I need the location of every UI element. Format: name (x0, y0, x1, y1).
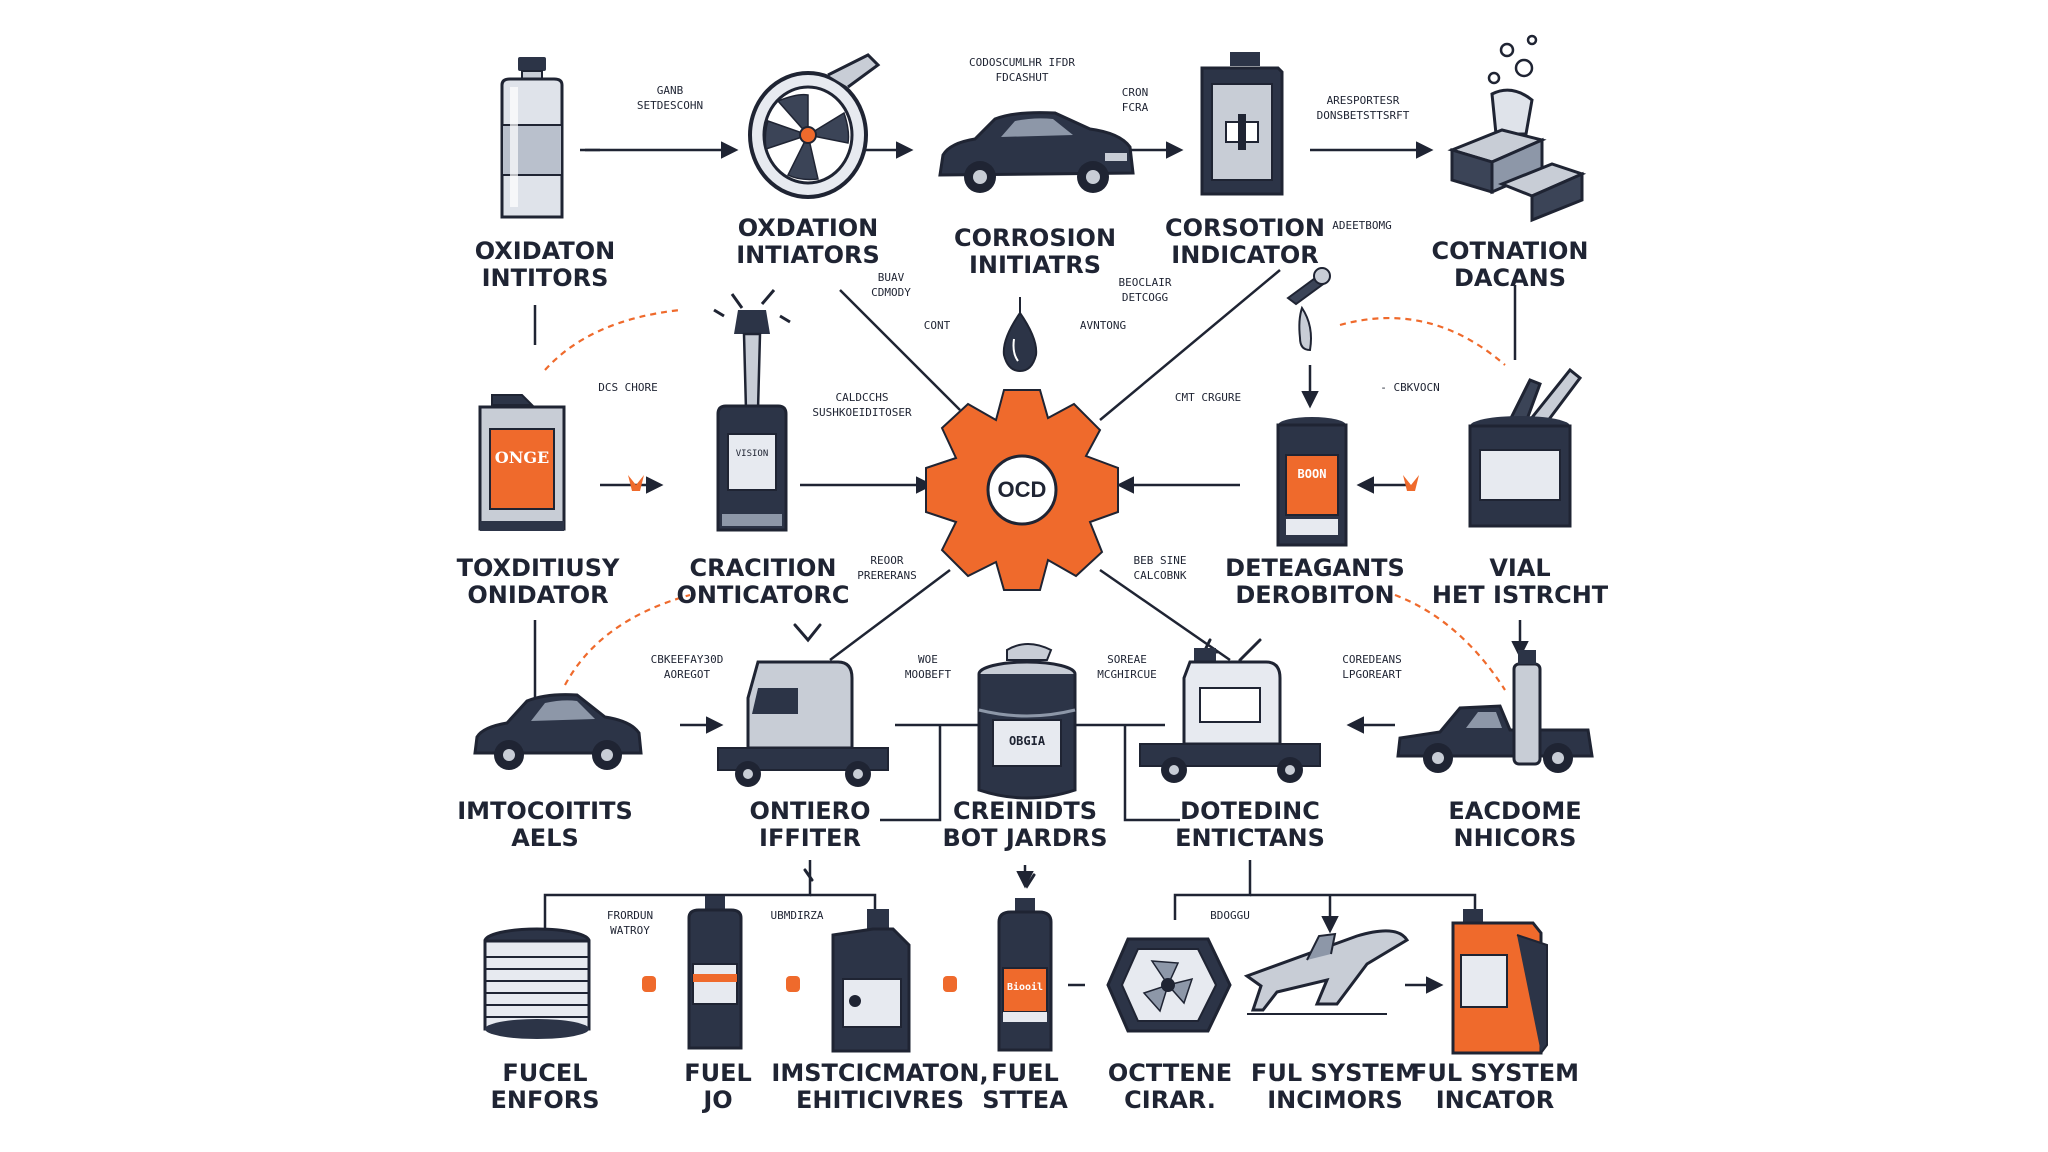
sports-car-icon (938, 111, 1135, 193)
jet-plane-icon (1243, 929, 1410, 1015)
link-glyph (628, 475, 644, 491)
canister-label: Biooil (1006, 982, 1044, 993)
link-glyph (786, 976, 800, 992)
annotation-note: BDOGGU (1210, 909, 1250, 922)
tanker-truck-icon (1139, 648, 1321, 783)
splash-tank-icon (713, 289, 791, 532)
connector (1250, 893, 1477, 920)
orange-arc (564, 593, 691, 686)
annotation-note: CONT (923, 319, 951, 332)
jar-with-tool-icon (1468, 367, 1583, 528)
jerrycan-icon (1200, 52, 1284, 196)
link-glyph (943, 976, 957, 992)
drum-icon (977, 643, 1077, 800)
connector (839, 289, 961, 411)
additive-bottle-icon (997, 898, 1053, 1052)
fuel-filter-icon (483, 927, 591, 1039)
can-label: BOON (1297, 467, 1327, 481)
tank-label: VISION (735, 449, 769, 459)
annotation-note: ADEETBOMG (1332, 219, 1392, 232)
orange-arc (1394, 593, 1506, 691)
link-glyph (1403, 475, 1419, 491)
label-can-icon (1276, 417, 1348, 547)
bottle-icon (500, 57, 564, 219)
annotation-note: AVNTONG (1079, 319, 1127, 332)
connector (829, 569, 951, 661)
connector (1123, 725, 1180, 822)
connector (1173, 860, 1252, 920)
connector (1099, 568, 1231, 662)
annotation-note: DCS CHORE (598, 381, 658, 394)
pickup-truck-icon (1396, 650, 1594, 773)
turbine-fan-icon (748, 53, 881, 199)
gear-hub-icon (925, 389, 1119, 591)
spray-bottle-icon (831, 909, 911, 1053)
coupe-car-icon (473, 693, 643, 770)
connector (880, 725, 942, 822)
fuel-bottle-icon (687, 896, 743, 1050)
connector (1099, 269, 1281, 421)
orange-arc (544, 308, 681, 371)
pointer-arrow (1238, 638, 1262, 662)
annotation-note: UBMDIRZA (770, 909, 824, 922)
drum-label: OBGIA (1008, 734, 1046, 748)
node-label: IMSTCICMATON,EHITICIVRES (771, 1059, 989, 1114)
truck-cab-icon (717, 660, 889, 787)
annotation-note: - CBKVOCN (1380, 381, 1440, 394)
link-glyph (642, 976, 656, 992)
pointer-arrow (1018, 873, 1036, 889)
fuel-canister-icon (1451, 909, 1548, 1055)
pointer-arrow (793, 623, 822, 643)
connector (810, 893, 877, 915)
engine-part-icon (1106, 937, 1232, 1033)
drop-icon (1002, 297, 1038, 373)
annotation-note: CMT CRGURE (1174, 391, 1242, 404)
bubbling-blocks-icon (1447, 34, 1587, 223)
orange-arc (1339, 316, 1506, 366)
jug-label: ONGE (494, 448, 550, 467)
wrench-drip-icon (1286, 267, 1331, 352)
pointer-arrow (803, 868, 814, 882)
hub-label: OCD (997, 477, 1047, 502)
jug-can-icon (478, 394, 566, 531)
